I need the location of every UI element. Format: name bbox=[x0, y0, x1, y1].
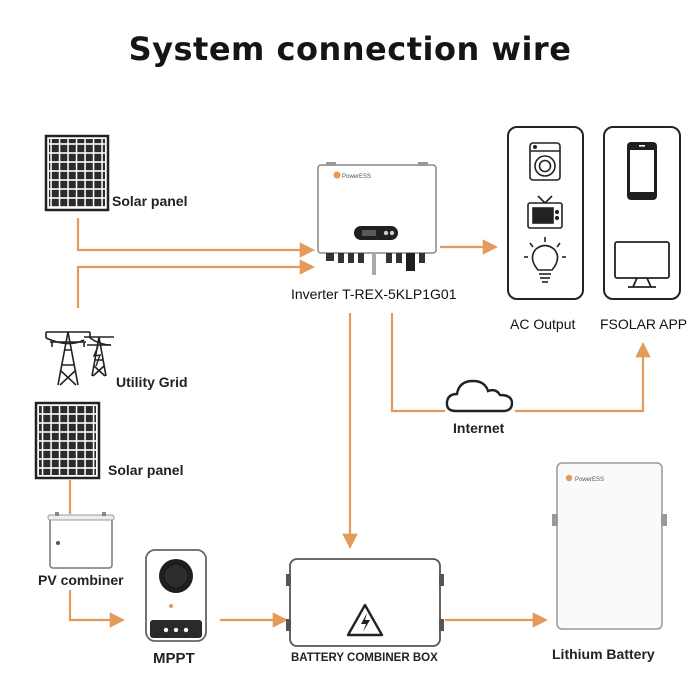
label-fsolar-app: FSOLAR APP bbox=[600, 316, 688, 332]
lithium-battery-icon bbox=[552, 462, 667, 630]
label-pv-combiner: PV combiner bbox=[38, 572, 124, 588]
label-solar-panel-top: Solar panel bbox=[112, 193, 188, 209]
battery-logo: PowerESS bbox=[575, 477, 604, 483]
label-utility-grid: Utility Grid bbox=[116, 374, 188, 390]
solar-panel-bottom-icon bbox=[34, 401, 101, 480]
wires bbox=[68, 218, 651, 628]
cloud-icon bbox=[445, 379, 514, 413]
battery-combiner-box-icon bbox=[286, 558, 444, 647]
utility-grid-icon bbox=[45, 331, 114, 386]
label-lithium-battery: Lithium Battery bbox=[552, 646, 655, 662]
lightning-icon bbox=[361, 613, 370, 632]
label-ac-output: AC Output bbox=[510, 316, 576, 332]
label-inverter: Inverter T-REX-5KLP1G01 bbox=[291, 286, 457, 302]
wire-internet-to-app bbox=[515, 341, 651, 413]
inverter-logo: PowerESS bbox=[342, 174, 371, 180]
tv-icon bbox=[527, 195, 563, 229]
wire-solar-to-inverter bbox=[76, 218, 316, 258]
mppt-controller-icon bbox=[145, 549, 207, 642]
label-battery-combiner-box: BATTERY COMBINER BOX bbox=[291, 652, 438, 664]
wire-pv-combiner-to-mppt bbox=[68, 590, 126, 628]
ac-output-icon bbox=[507, 126, 584, 300]
solar-panel-top-icon bbox=[44, 134, 110, 212]
label-mppt: MPPT bbox=[153, 650, 195, 667]
pv-combiner-icon bbox=[47, 512, 115, 569]
label-internet: Internet bbox=[453, 420, 505, 436]
monitor-icon bbox=[614, 241, 670, 288]
smartphone-icon bbox=[627, 142, 657, 200]
page-title: System connection wire bbox=[128, 30, 572, 68]
label-solar-panel-bottom: Solar panel bbox=[108, 462, 184, 478]
wire-inverter-to-internet bbox=[390, 313, 445, 413]
fsolar-app-icon bbox=[603, 126, 681, 300]
washing-machine-icon bbox=[529, 142, 561, 181]
inverter-icon bbox=[317, 162, 437, 275]
wire-grid-to-inverter bbox=[76, 259, 316, 308]
light-bulb-icon bbox=[524, 237, 566, 283]
